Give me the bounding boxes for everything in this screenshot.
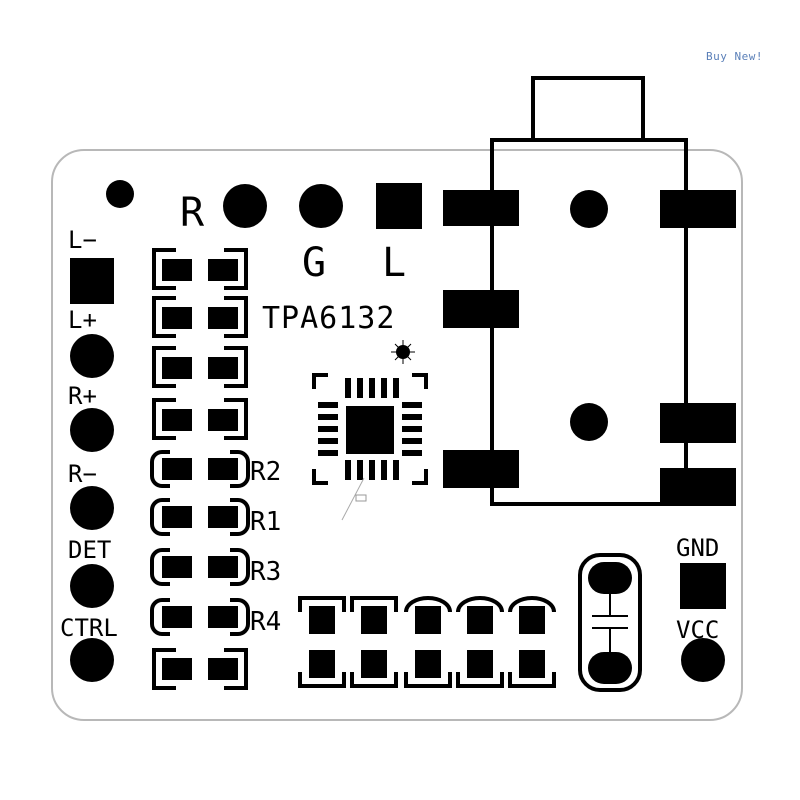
resistor-outline-5 [152,648,248,690]
pin-l-minus [70,258,114,304]
tpa6132-chip [312,373,428,485]
jack-mount-hole-top [570,190,608,228]
smd-pad [208,357,238,379]
chip-pins-bottom [345,460,399,480]
smd-column-upper [152,248,248,440]
pad-g [299,184,343,228]
resistor-outline-r1 [150,498,250,536]
cap-symbol [592,594,628,652]
jack-pad-right-1 [660,190,736,228]
resistor-label-r2: R2 [250,457,281,487]
watermark-text: Buy New! [706,50,763,63]
smd-pad [162,409,192,431]
pad-l [376,183,422,229]
chip-pin1-marker [391,340,415,364]
smd-pads-upper [162,259,238,431]
jack-pad-right-2 [660,403,736,443]
smd-pad [162,307,192,329]
resistor-pad [162,458,192,480]
resistor-outline-r4 [150,598,250,636]
resistor-pad [162,556,192,578]
smd-outline-3 [152,346,248,388]
pin-label-l-minus: L− [68,226,97,254]
jack-pad-left-1 [443,190,519,226]
resistor-pad [208,458,238,480]
resistor-label-r3: R3 [250,557,281,587]
left-pin-header: L− L+ R+ R− DET CTRL [60,226,118,682]
pin-r-plus [70,408,114,452]
pin-ctrl [70,638,114,682]
resistor-pad [208,606,238,628]
smd-outline-1 [152,248,248,290]
resistor-pad [208,556,238,578]
cap-outline [578,553,642,692]
pin-gnd [680,563,726,609]
resistor-column [150,450,250,690]
resistor-pad [162,506,192,528]
cap-pad-bottom [588,652,632,684]
chip-pins-top [345,378,399,398]
resistor-pad [208,658,238,680]
resistor-pads [162,458,238,680]
chip-outline [312,373,428,485]
smd-pad [208,409,238,431]
resistor-pad [208,506,238,528]
pin-vcc [681,638,725,682]
label-l: L [382,240,406,286]
jack-pad-left-3 [443,450,519,488]
label-r: R [180,190,205,236]
chip-thermal-pad [346,406,394,454]
pin-label-det: DET [68,536,111,564]
pin-label-l-plus: L+ [68,306,97,334]
resistor-label-r1: R1 [250,507,281,537]
resistor-outline-r2 [150,450,250,488]
chip-label: TPA6132 [262,301,395,336]
smd-pad [208,307,238,329]
label-g: G [302,240,326,286]
jack-mount-hole-bottom [570,403,608,441]
pad-r [223,184,267,228]
smd-pad [162,357,192,379]
resistor-pad [162,606,192,628]
resistor-outline-r3 [150,548,250,586]
chip-pins-left [318,402,338,456]
pin-det [70,564,114,608]
mounting-dot [106,180,134,208]
pin-l-plus [70,334,114,378]
bottom-caps-pads [309,606,545,678]
electrolytic-capacitor [578,553,642,692]
smd-outline-2 [152,296,248,338]
resistor-label-r4: R4 [250,607,281,637]
jack-pad-right-3 [660,468,736,506]
pin-label-r-minus: R− [68,460,97,488]
scratch-line [341,477,365,521]
chip-pins-right [402,402,422,456]
pin-label-gnd: GND [676,534,719,562]
jack-pad-left-2 [443,290,519,328]
cap-pad-top [588,562,632,594]
pin-r-minus [70,486,114,530]
pin-label-r-plus: R+ [68,382,97,410]
audio-jack [443,76,736,506]
smd-pad [208,259,238,281]
smd-outline-4 [152,398,248,440]
jack-plug-tab [531,76,645,142]
tiny-marker [355,494,367,502]
resistor-pad [162,658,192,680]
smd-pad [162,259,192,281]
pin-label-ctrl: CTRL [60,614,118,642]
bottom-caps-outline [298,596,556,688]
